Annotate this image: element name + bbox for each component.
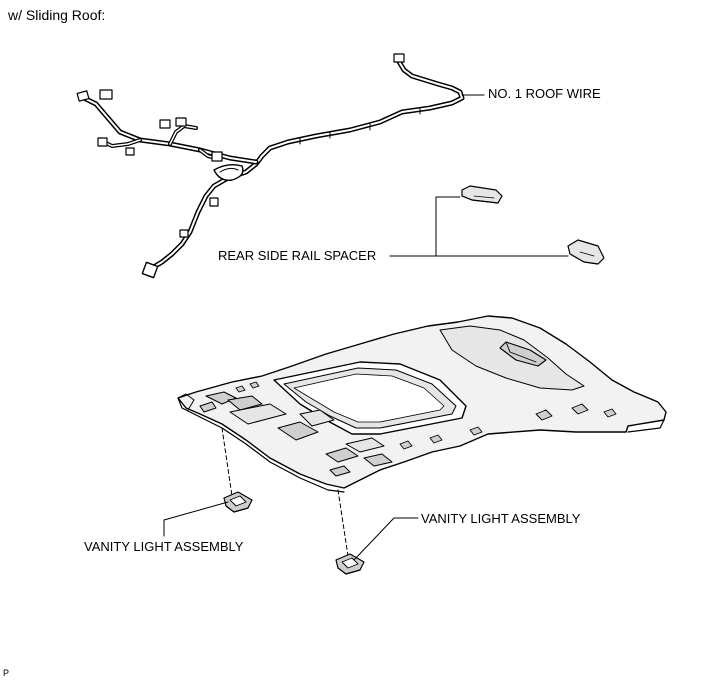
- roof-headlining: [177, 315, 667, 493]
- vanity-light-assembly-left: [223, 491, 253, 513]
- vanity-light-right-label: VANITY LIGHT ASSEMBLY: [421, 511, 581, 526]
- vanity-right-alignment-line: [337, 489, 349, 557]
- vanity-light-assembly-right: [335, 553, 365, 575]
- roof-wire-harness: [76, 53, 465, 279]
- vanity-light-left-label: VANITY LIGHT ASSEMBLY: [84, 539, 244, 554]
- rear-side-rail-spacer-upper: [461, 185, 503, 204]
- rear-side-rail-spacer-label: REAR SIDE RAIL SPACER: [218, 248, 377, 263]
- roof-wire-label: NO. 1 ROOF WIRE: [488, 86, 601, 101]
- vanity-left-leader: [163, 501, 229, 537]
- corner-code: P: [3, 668, 10, 678]
- vanity-left-alignment-line: [221, 427, 233, 497]
- rail-spacer-leader: [389, 196, 569, 257]
- rear-side-rail-spacer-lower: [567, 239, 605, 265]
- diagram-heading: w/ Sliding Roof:: [8, 7, 106, 23]
- vanity-right-leader: [353, 517, 419, 561]
